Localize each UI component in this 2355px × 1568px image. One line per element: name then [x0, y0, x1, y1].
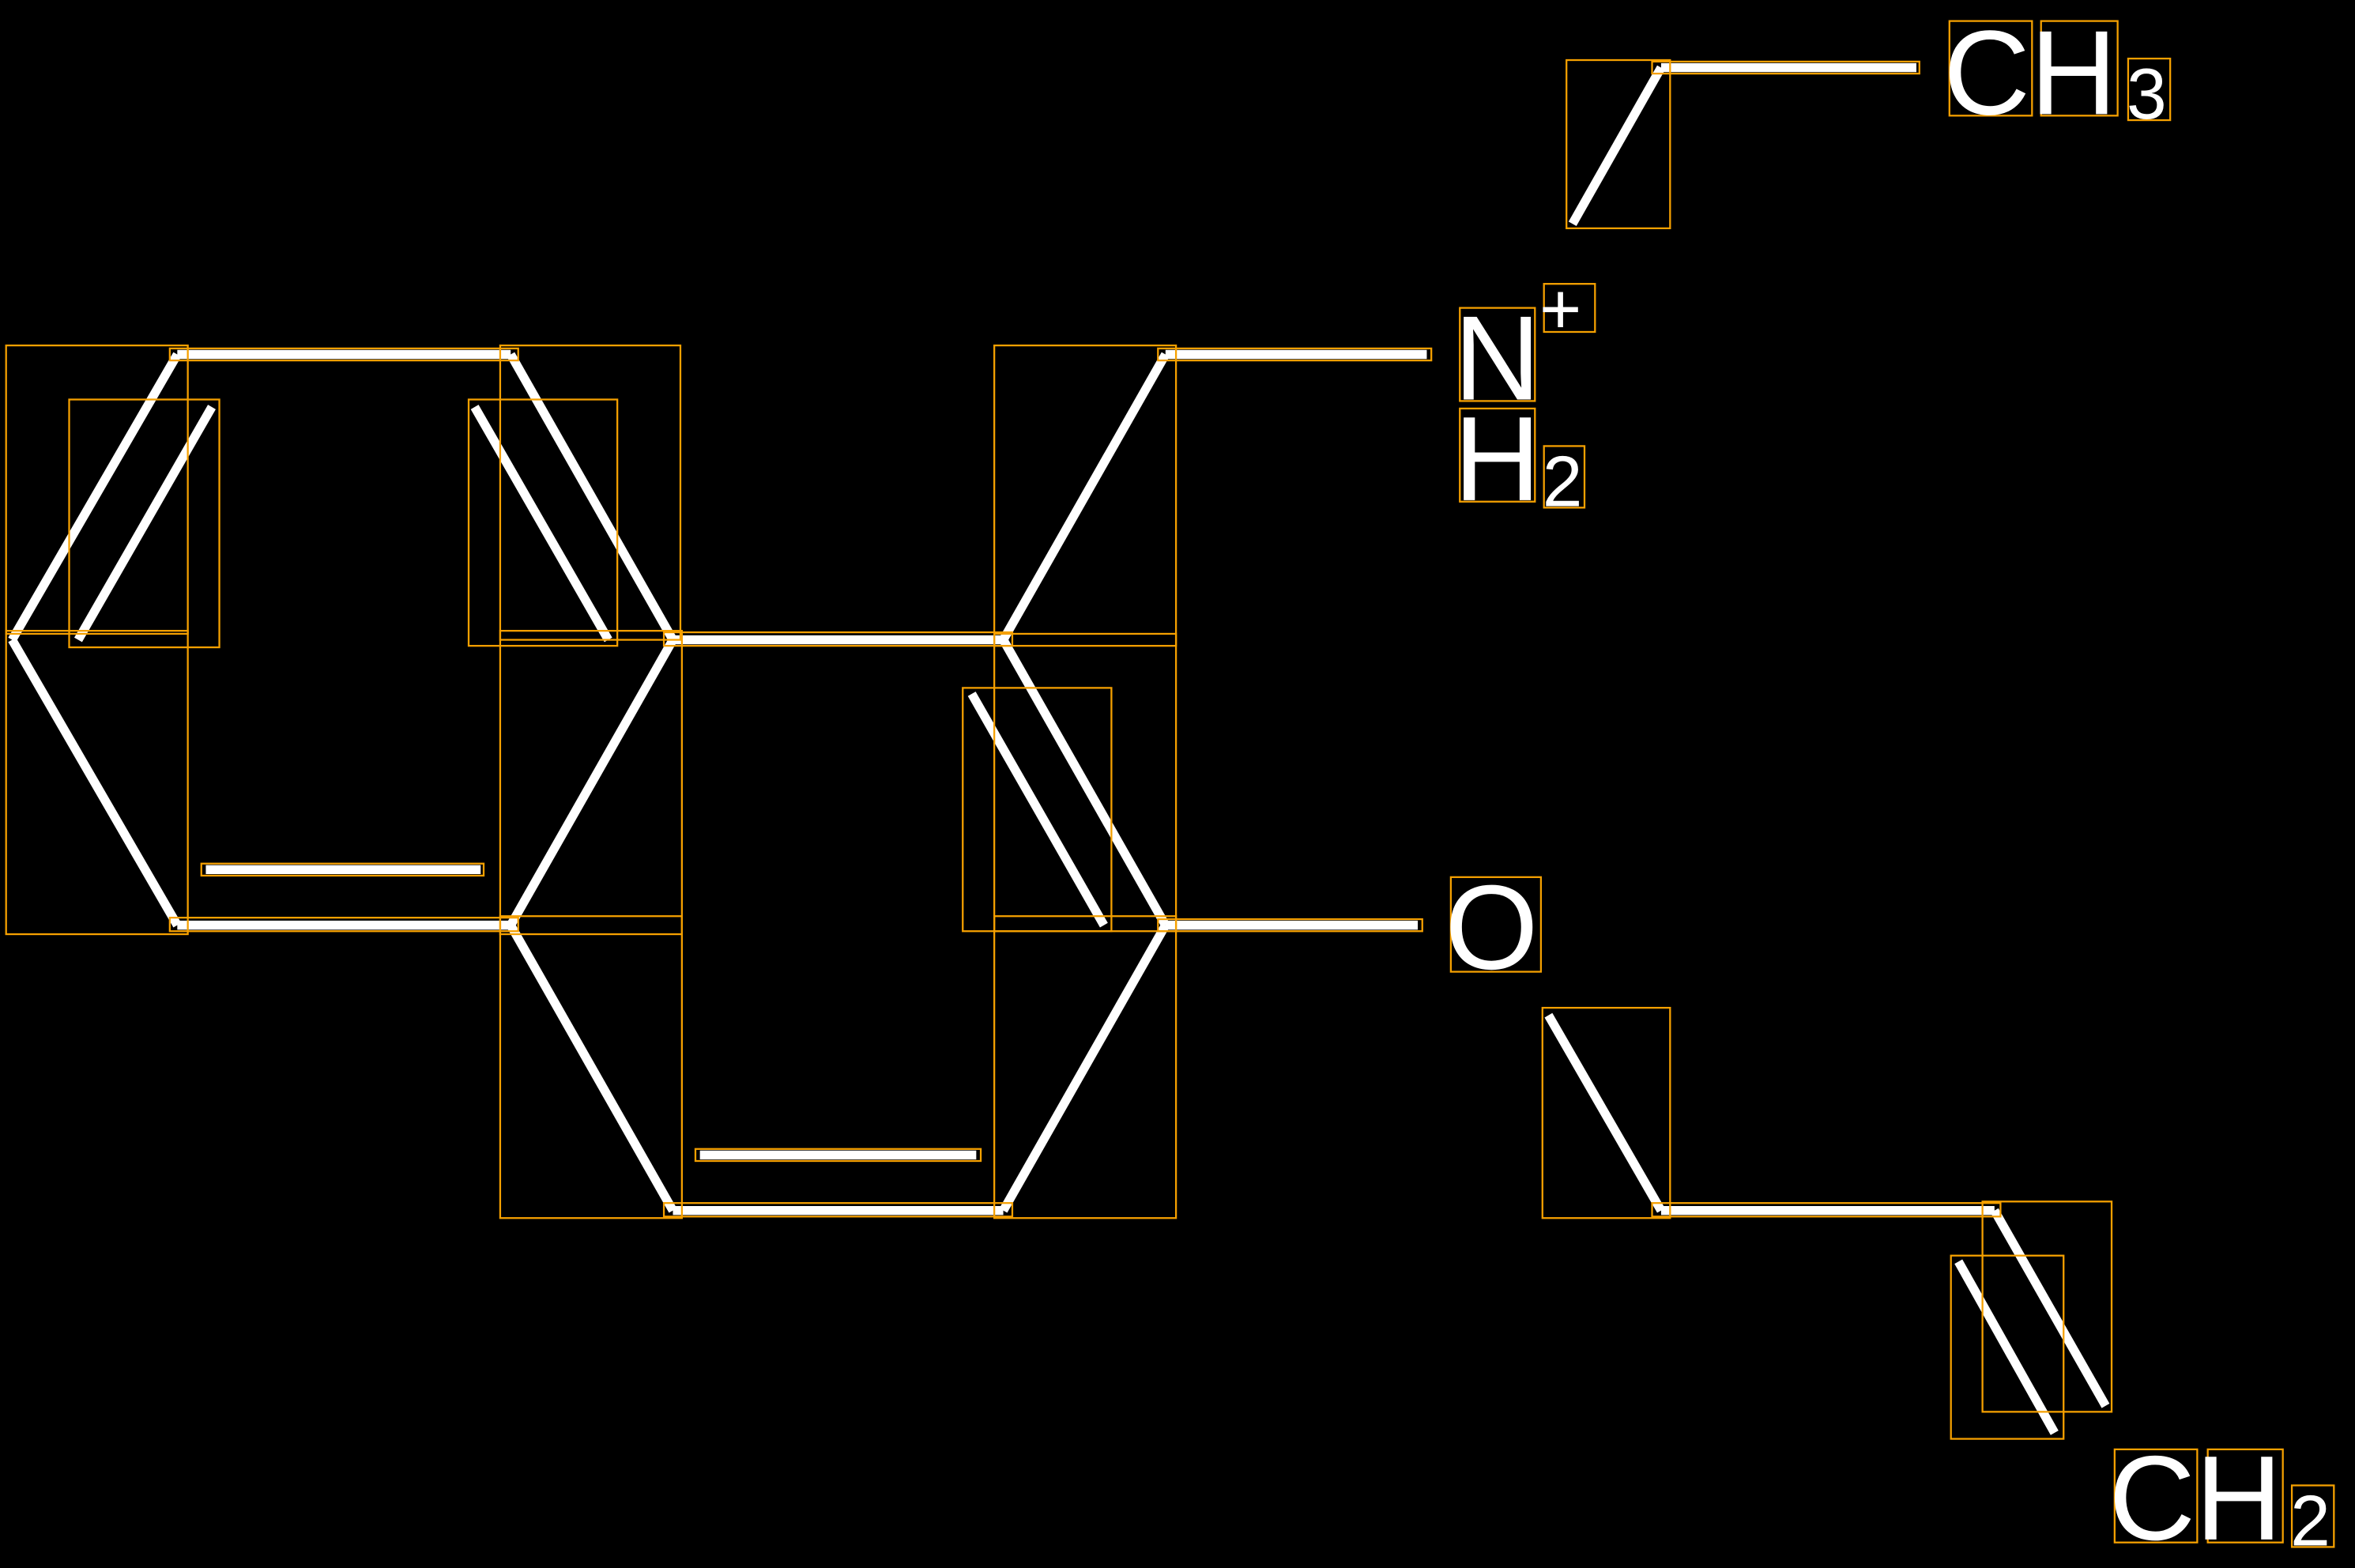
bond: [73, 405, 216, 643]
bbox: [662, 1202, 1014, 1218]
bbox: [2290, 1484, 2335, 1548]
bond: [1954, 1259, 2059, 1435]
bond: [1544, 1012, 1665, 1213]
bbox: [1459, 407, 1536, 503]
bbox: [2206, 1448, 2284, 1544]
bbox: [962, 687, 1113, 933]
bbox: [1981, 1200, 2113, 1413]
atom-label-methyl: CH: [1943, 6, 2117, 140]
bbox: [1157, 918, 1423, 933]
atom-label-methylene: CH: [2108, 1431, 2282, 1566]
bond: [507, 922, 677, 1213]
bbox: [1651, 1202, 2002, 1218]
atom-label-nitrogen-h: H: [1454, 392, 1541, 526]
bond: [999, 922, 1170, 1213]
bond: [507, 352, 677, 643]
bbox: [993, 344, 1178, 647]
atom-labels: CH 3 N + H 2 O CH 2: [1445, 6, 2331, 1565]
bbox: [499, 344, 682, 641]
bbox: [499, 915, 684, 1219]
bounding-boxes: [5, 20, 2335, 1548]
atom-subscript-methyl: 3: [2127, 54, 2167, 134]
bbox: [5, 344, 189, 635]
bond: [999, 352, 1170, 643]
atom-charge-nitrogen: +: [1539, 269, 1581, 349]
bbox: [200, 862, 485, 877]
bond: [8, 352, 182, 643]
bbox: [168, 347, 519, 362]
bbox: [1541, 1007, 1671, 1219]
bbox: [1566, 58, 1671, 229]
bond: [507, 637, 677, 928]
bond: [1990, 1208, 2110, 1408]
atom-subscript-methylene: 2: [2290, 1480, 2331, 1561]
bbox: [168, 916, 519, 933]
bbox: [2127, 57, 2172, 122]
bond: [1568, 65, 1665, 226]
bbox: [993, 915, 1178, 1219]
bbox: [2113, 1448, 2199, 1544]
bbox: [1459, 307, 1536, 402]
bbox: [1948, 20, 2033, 117]
bbox: [1651, 60, 1920, 75]
atom-subscript-nitrogen-h: 2: [1543, 441, 1583, 522]
bbox: [694, 1148, 982, 1163]
bbox: [499, 630, 684, 936]
bbox: [1543, 445, 1586, 509]
bond: [8, 637, 182, 928]
bbox: [1950, 1254, 2065, 1440]
bbox: [2040, 20, 2119, 117]
bond: [470, 405, 612, 643]
bonds: [8, 62, 2110, 1435]
atom-label-nitrogen: N: [1454, 292, 1541, 426]
bond: [967, 692, 1108, 928]
bbox: [1157, 347, 1433, 362]
bbox: [662, 631, 1014, 647]
bbox: [68, 398, 220, 649]
bbox: [5, 630, 189, 936]
bbox: [1543, 283, 1596, 334]
bbox: [1449, 876, 1543, 973]
bbox: [467, 398, 619, 647]
atom-label-oxygen: O: [1445, 861, 1538, 995]
